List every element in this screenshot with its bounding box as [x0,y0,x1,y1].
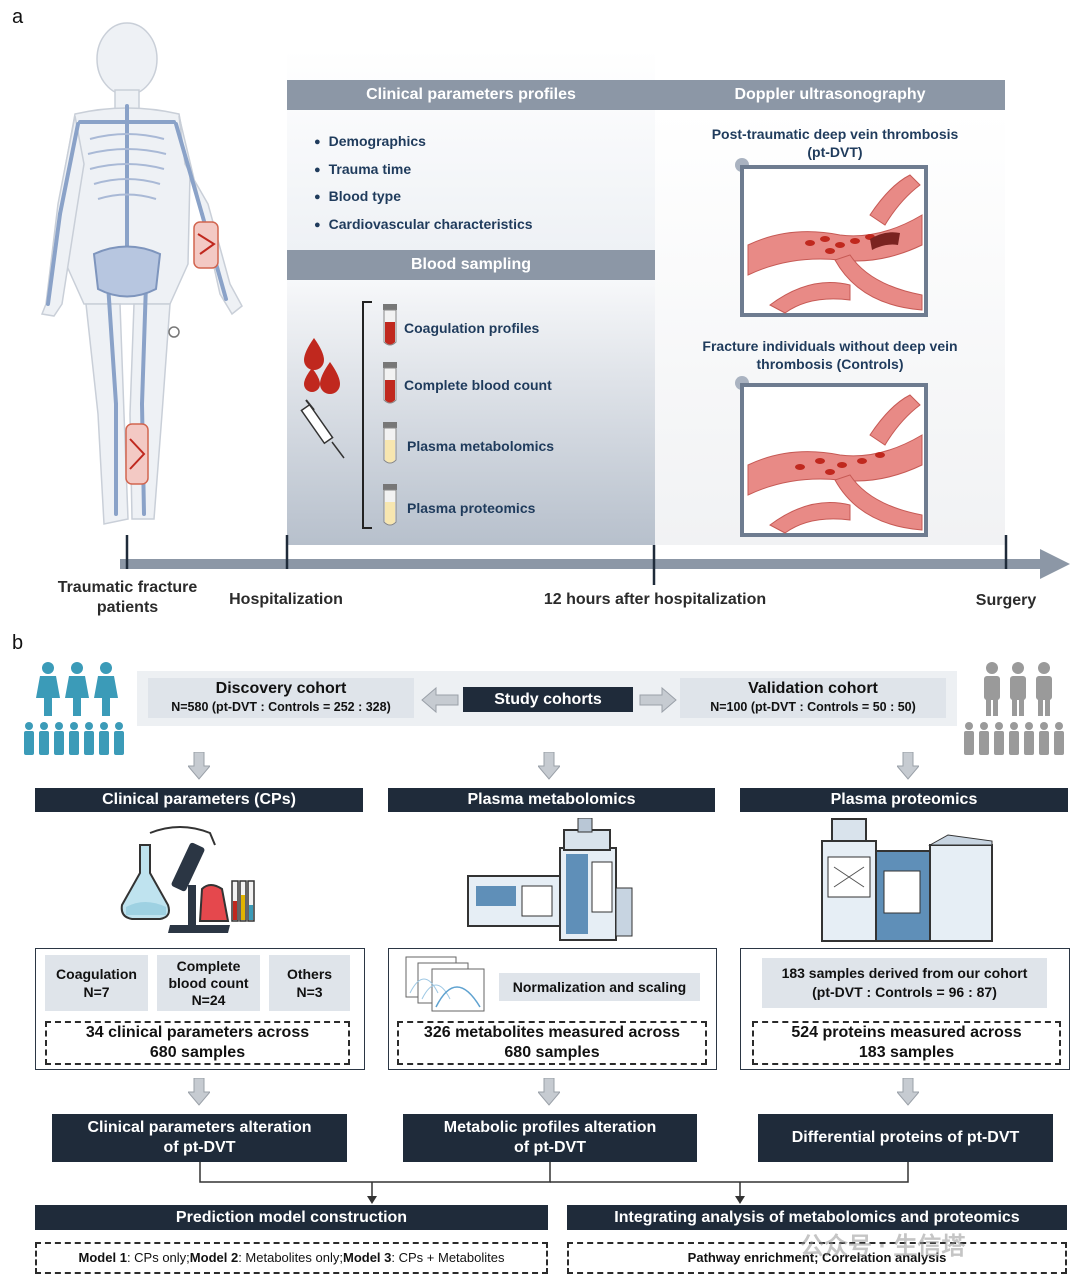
timeline-label-surgery: Surgery [975,592,1037,609]
validation-cohort-box: Validation cohort N=100 (pt-DVT : Contro… [680,678,946,718]
metabolomics-column-header: Plasma metabolomics [388,788,715,812]
blood-count-box: Complete blood count N=24 [157,955,260,1011]
arm-fracture-highlight [193,221,219,269]
down-arrow-icon [188,1078,210,1106]
clinical-item: Demographics [314,128,533,156]
proteomics-column-header: Plasma proteomics [740,788,1068,812]
blood-sampling-header: Blood sampling [287,250,655,280]
proteins-result-box: Differential proteins of pt-DVT [758,1114,1053,1162]
tube-plasma-icon [383,484,397,526]
panel-label-a: a [12,6,24,28]
proteomics-instrument-illustration [821,818,993,942]
prediction-model-header: Prediction model construction [35,1205,548,1230]
down-arrow-icon [538,752,560,780]
metabolomics-instrument-illustration [467,818,633,941]
connector-lines [199,1162,909,1204]
blood-item: Plasma proteomics [407,500,536,516]
blood-item: Plasma metabolomics [407,438,555,454]
integration-detail: Pathway enrichment; Correlation analysis [567,1242,1067,1274]
timeline-arrow [120,535,1070,585]
study-cohorts-box: Study cohorts [463,687,633,712]
control-vein-illustration [735,376,928,537]
blood-items-bracket [362,301,372,529]
clinical-item: Trauma time [314,156,533,184]
clinical-parameters-header: Clinical parameters profiles [287,80,655,110]
clinical-parameters-column-header: Clinical parameters (CPs) [35,788,363,812]
panel-label-b: b [12,632,24,654]
clinical-summary-box: 34 clinical parameters across 680 sample… [45,1021,350,1065]
blood-item: Coagulation profiles [404,320,540,336]
prediction-models-detail: Model 1: CPs only; Model 2: Metabolites … [35,1242,548,1274]
timeline-label-12h: 12 hours after hospitalization [543,591,767,608]
down-arrow-icon [897,752,919,780]
down-arrow-icon [188,752,210,780]
discovery-cohort-box: Discovery cohort N=580 (pt-DVT : Control… [148,678,414,718]
clinical-item: Cardiovascular characteristics [314,211,533,239]
timeline-label-hospitalization: Hospitalization [229,591,343,608]
normalization-box: Normalization and scaling [499,973,700,1001]
clinical-item: Blood type [314,183,533,211]
doppler-header: Doppler ultrasonography [655,80,1005,110]
metabolic-result-box: Metabolic profiles alteration of pt-DVT [403,1114,697,1162]
skeleton-figure-illustration [40,22,243,525]
down-arrow-icon [538,1078,560,1106]
tube-red-icon [383,304,397,346]
others-count-box: Others N=3 [269,955,350,1011]
integration-analysis-header: Integrating analysis of metabolomics and… [567,1205,1067,1230]
timeline-label-patients: Traumatic fracture patients [57,579,198,616]
lab-microscope-illustration [120,826,255,933]
dvt-title: Post-traumatic deep vein thrombosis (pt-… [711,126,959,160]
right-arrow-icon [639,686,677,714]
left-arrow-icon [421,686,459,714]
down-arrow-icon [897,1078,919,1106]
clinical-items-list: Demographics Trauma time Blood type Card… [314,128,533,238]
clinical-result-box: Clinical parameters alteration of pt-DVT [52,1114,347,1162]
proteomics-derived-box: 183 samples derived from our cohort (pt-… [762,958,1047,1008]
blood-drops-syringe-icon [300,338,345,459]
metabolomics-summary-box: 326 metabolites measured across 680 samp… [397,1021,707,1065]
tube-plasma-icon [383,422,397,464]
proteomics-summary-box: 524 proteins measured across 183 samples [752,1021,1061,1065]
discovery-people-icon [24,662,124,755]
tube-red-icon [383,362,397,404]
blood-item: Complete blood count [404,377,552,393]
spectra-stack-icon [405,956,485,1012]
coagulation-count-box: Coagulation N=7 [45,955,148,1011]
controls-title: Fracture individuals without deep vein t… [702,338,958,372]
dvt-vein-illustration [735,158,928,317]
validation-people-icon [964,662,1064,755]
watermark: 公众号 · 生信塔 [800,1233,966,1260]
blood-section-bg [287,280,655,545]
